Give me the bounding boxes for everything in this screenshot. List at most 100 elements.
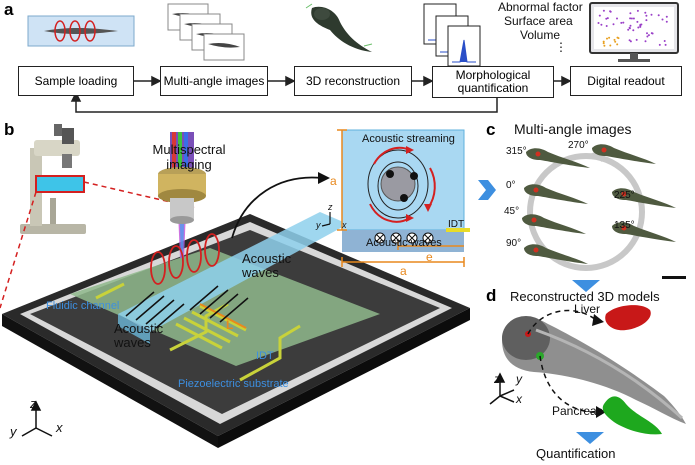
- label-piezoelectric-substrate: Piezoelectric substrate: [178, 378, 289, 390]
- scatter-dot: [650, 32, 653, 35]
- label-pancreas: Pancreas: [552, 404, 603, 418]
- panel-b-axis-x: x: [56, 420, 63, 435]
- inset-dim-a-horizontal: a: [400, 264, 407, 278]
- scatter-dot: [629, 40, 632, 43]
- panel-letter-c: c: [486, 120, 496, 139]
- scatter-dot: [628, 26, 631, 29]
- step-box-digital-readout: Digital readout: [570, 66, 682, 96]
- scatter-dot: [606, 37, 608, 40]
- fish-thumbnail: [612, 222, 676, 242]
- wave-into-page-cross: [424, 234, 432, 242]
- down-arrow-icon: [572, 280, 600, 292]
- wave-into-page-cross: [392, 234, 400, 242]
- fish-thumbnail: [524, 244, 588, 264]
- panel-a-graphics: [27, 2, 679, 113]
- monitor-icon: [589, 2, 679, 62]
- fish-thumbnail-organ: [621, 225, 627, 231]
- metric-abnormal-factor: Abnormal factor: [498, 0, 583, 14]
- panel-d-graphics: [489, 305, 686, 444]
- panel-b-axis-y: y: [10, 424, 17, 439]
- scatter-dot: [613, 38, 616, 41]
- fish-thumbnail: [524, 184, 588, 204]
- inset-pointer-arrowhead: [318, 172, 330, 184]
- label-acoustic-waves-top: Acoustic waves: [242, 251, 292, 280]
- acoustic-inset: [321, 129, 470, 267]
- angle-90: 90°: [506, 238, 522, 249]
- inset-axis-z: z: [328, 202, 333, 212]
- panel-d-title: Reconstructed 3D models: [510, 289, 660, 304]
- angle-135: 135°: [614, 220, 635, 231]
- pancreas-link: [539, 355, 601, 413]
- label-fluidic-channel: Fluidic channel: [46, 300, 120, 312]
- angle-45: 45°: [504, 206, 520, 217]
- angle-0: 0°: [506, 180, 516, 191]
- scatter-dot: [664, 43, 667, 46]
- fish-thumbnail-organ: [533, 247, 539, 253]
- scatter-dot: [646, 35, 649, 38]
- scatter-dot: [644, 11, 647, 14]
- metric-surface-area: Surface area: [504, 14, 573, 28]
- label-dim-l: L: [226, 318, 234, 332]
- quantification-arrow-icon: [576, 432, 604, 444]
- reconstructed-fish-icon: [305, 3, 373, 52]
- pancreas-link-arrowhead: [596, 406, 606, 418]
- scatter-dots: [597, 9, 668, 47]
- liver-model: [605, 305, 651, 331]
- fluidic-channel: [118, 212, 348, 332]
- scale-bar: [662, 276, 686, 279]
- fish-thumbnail: [592, 144, 656, 164]
- scatter-dot: [616, 36, 619, 39]
- panel-letter-d: d: [486, 286, 497, 305]
- label-idt: IDT: [256, 350, 274, 362]
- scatter-dot: [616, 43, 619, 46]
- scatter-dot: [620, 21, 623, 24]
- flow-arrows: [70, 75, 572, 113]
- metric-volume: Volume: [520, 28, 561, 42]
- rotation-coils-icon: [54, 20, 96, 42]
- scatter-dot: [636, 20, 639, 23]
- panel-c-title: Multi-angle images: [514, 121, 632, 137]
- sample-fish-icon: [44, 27, 118, 35]
- inset-label-idt: IDT: [448, 219, 465, 230]
- label-quantification: Quantification: [536, 446, 616, 461]
- scatter-dot: [627, 28, 630, 31]
- panel-letter-a: a: [4, 0, 14, 19]
- rotation-coils: [150, 233, 220, 285]
- inset-pointer-arrow: [231, 176, 323, 239]
- fish-thumbnail: [612, 188, 676, 208]
- inset-label-acoustic-waves: Acoustic waves: [366, 237, 442, 249]
- inset-dim-e: e: [426, 250, 433, 264]
- scatter-dot: [598, 14, 601, 17]
- scatter-dot: [645, 19, 648, 22]
- scatter-dot: [609, 10, 612, 13]
- fish-thumbnail-organ: [601, 147, 607, 153]
- angle-315: 315°: [506, 146, 527, 157]
- scatter-dot: [597, 22, 600, 24]
- chip-base-side-left: [2, 314, 218, 448]
- idt-electrodes: [95, 282, 301, 382]
- histogram-stack: [423, 3, 481, 67]
- liver-link-arrowhead: [592, 314, 604, 326]
- panel-b-axes: [21, 400, 53, 437]
- fish-image-grid: [522, 144, 676, 264]
- scatter-dot: [602, 40, 605, 43]
- scatter-dot: [600, 23, 603, 26]
- panel-b-axis-z: z: [30, 396, 37, 411]
- scatter-dot: [663, 40, 666, 42]
- scatter-dot: [645, 14, 648, 17]
- label-acoustic-waves-left: Acoustic waves: [114, 321, 164, 350]
- scatter-dot: [629, 12, 632, 15]
- angle-225: 225°: [614, 190, 635, 201]
- step-box-3d-reconstruction: 3D reconstruction: [294, 66, 412, 96]
- scatter-dot: [636, 9, 639, 12]
- panel-c-graphics: [522, 144, 686, 292]
- fish-thumbnail: [522, 214, 586, 234]
- scatter-dot: [605, 17, 608, 20]
- panel-d-axes: [489, 372, 515, 405]
- scatter-dot: [646, 32, 648, 35]
- liver-link: [527, 309, 597, 335]
- scatter-dot: [602, 9, 605, 12]
- fish-thumbnail-organ: [535, 151, 541, 157]
- scatter-dot: [629, 17, 632, 20]
- label-liver: Liver: [574, 302, 601, 316]
